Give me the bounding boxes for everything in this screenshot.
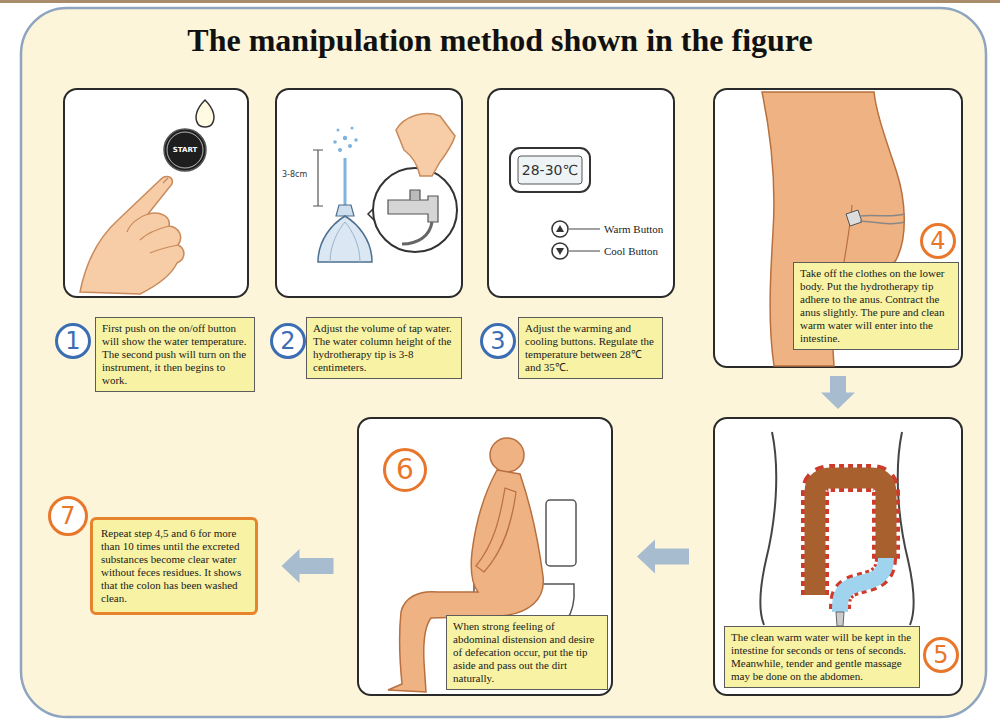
step-description: First push on the on/off button will sho… — [102, 322, 248, 387]
lower-body-illustration — [762, 92, 905, 366]
display-reading: 28-30℃ — [518, 156, 582, 184]
toilet-illustration — [388, 438, 576, 692]
colon-illustration — [761, 432, 914, 626]
step-description: Adjust the warming and cooling buttons. … — [525, 322, 656, 374]
tap-handle — [410, 190, 420, 200]
step-number-holder: 3 — [480, 323, 516, 359]
hydrotherapy-tip — [846, 210, 862, 226]
flow-arrow — [821, 376, 855, 409]
head — [490, 438, 524, 472]
step-number-holder: 2 — [270, 323, 306, 359]
step-description: When strong feeling of abdominal distens… — [453, 620, 601, 685]
step-number: 3 — [480, 323, 516, 359]
hydrotherapy-tip — [836, 612, 844, 626]
step-note-box: 4Take off the clothes on the lower body.… — [793, 262, 959, 350]
step-number-holder: 7 — [48, 496, 88, 536]
water-tap-illustration — [313, 114, 457, 262]
dimension-label-holder: 3-8cm — [282, 170, 307, 180]
flow-arrow — [282, 549, 334, 583]
step-note-box: 5The clean warm water will be kept in th… — [724, 626, 920, 688]
water-drops-part — [338, 148, 342, 152]
water-drops-part — [351, 127, 354, 130]
hydrotherapy-tip — [336, 205, 354, 216]
illustration-panel: 28-30℃ Warm ButtonCool Button — [487, 88, 675, 298]
abdomen-outline — [761, 432, 914, 625]
hand — [396, 114, 455, 176]
start-label-holder: START — [165, 145, 205, 155]
warm-button — [552, 221, 568, 237]
arm — [476, 488, 516, 572]
tube — [860, 214, 905, 224]
indicator-light — [196, 100, 214, 127]
step-note-box: 1First push on the on/off button will sh… — [95, 317, 255, 392]
start-button — [164, 129, 206, 171]
step-number: 1 — [55, 323, 91, 359]
flow-arrow — [637, 540, 689, 574]
step-number: 5 — [923, 637, 959, 673]
button-label: Cool Button — [604, 244, 658, 258]
page-frame — [21, 8, 986, 717]
seated-person — [388, 470, 543, 692]
start-label: START — [165, 145, 205, 155]
water-column — [344, 158, 347, 205]
water-drops-part — [348, 144, 352, 148]
display-housing — [510, 148, 590, 192]
lcd-screen — [518, 156, 582, 184]
magnifier-circle — [373, 168, 457, 252]
lower-body — [762, 92, 904, 366]
step-note-box: When strong feeling of abdominal distens… — [446, 615, 608, 690]
up-triangle — [556, 225, 564, 232]
water-drops-part — [354, 138, 358, 142]
step-note-box: 3Adjust the warming and cooling buttons.… — [518, 317, 663, 379]
button-illustration — [80, 100, 214, 294]
button-ring — [167, 132, 203, 168]
step-number-holder: 5 — [923, 637, 959, 673]
finger-lines — [127, 178, 178, 253]
water-drops — [333, 127, 358, 153]
water-in-colon — [840, 558, 886, 612]
toilet-tank — [546, 500, 576, 566]
button-label-holder: Cool Button — [604, 244, 658, 258]
final-step-box: 7Repeat step 4,5 and 6 for more than 10 … — [90, 517, 258, 615]
tip-base — [318, 216, 372, 262]
button-label-holder: Warm Button — [604, 222, 663, 236]
step-number: 2 — [270, 323, 306, 359]
title-holder: The manipulation method shown in the fig… — [0, 20, 1000, 60]
diagram-title: The manipulation method shown in the fig… — [0, 20, 1000, 60]
water-drops-part — [333, 140, 337, 144]
step-number: 7 — [48, 496, 88, 536]
cool-button — [552, 243, 568, 259]
water-drops-part — [337, 129, 340, 132]
dimension-label: 3-8cm — [282, 170, 307, 180]
display-reading-holder: 28-30℃ — [518, 156, 582, 184]
hand — [80, 177, 184, 294]
step-note-box: 2Adjust the volume of tap water. The wat… — [306, 317, 462, 379]
tip-ribs — [330, 222, 360, 262]
hose — [402, 222, 432, 244]
step-number-holder: 1 — [55, 323, 91, 359]
button-label: Warm Button — [604, 222, 663, 236]
step-number: 6 — [383, 448, 427, 492]
sigmoid-border — [840, 558, 886, 612]
step-description: The clean warm water will be kept in the… — [731, 631, 913, 683]
step-description: Take off the clothes on the lower body. … — [800, 267, 952, 345]
leader-lines — [569, 229, 600, 251]
top-rule — [0, 0, 1000, 3]
illustration-panel: 5 The clean warm water will be kept in th… — [713, 417, 963, 696]
step-description: Adjust the volume of tap water. The wate… — [313, 322, 455, 374]
step-number-holder: 4 — [920, 223, 956, 259]
step-number-holder: 6 — [383, 448, 427, 492]
water-drops-part — [343, 136, 347, 140]
control-panel-illustration — [510, 148, 600, 259]
dimension-bracket — [313, 150, 323, 206]
down-triangle — [556, 248, 564, 255]
step-number: 4 — [920, 223, 956, 259]
step-description: Repeat step 4,5 and 6 for more than 10 t… — [101, 527, 247, 605]
